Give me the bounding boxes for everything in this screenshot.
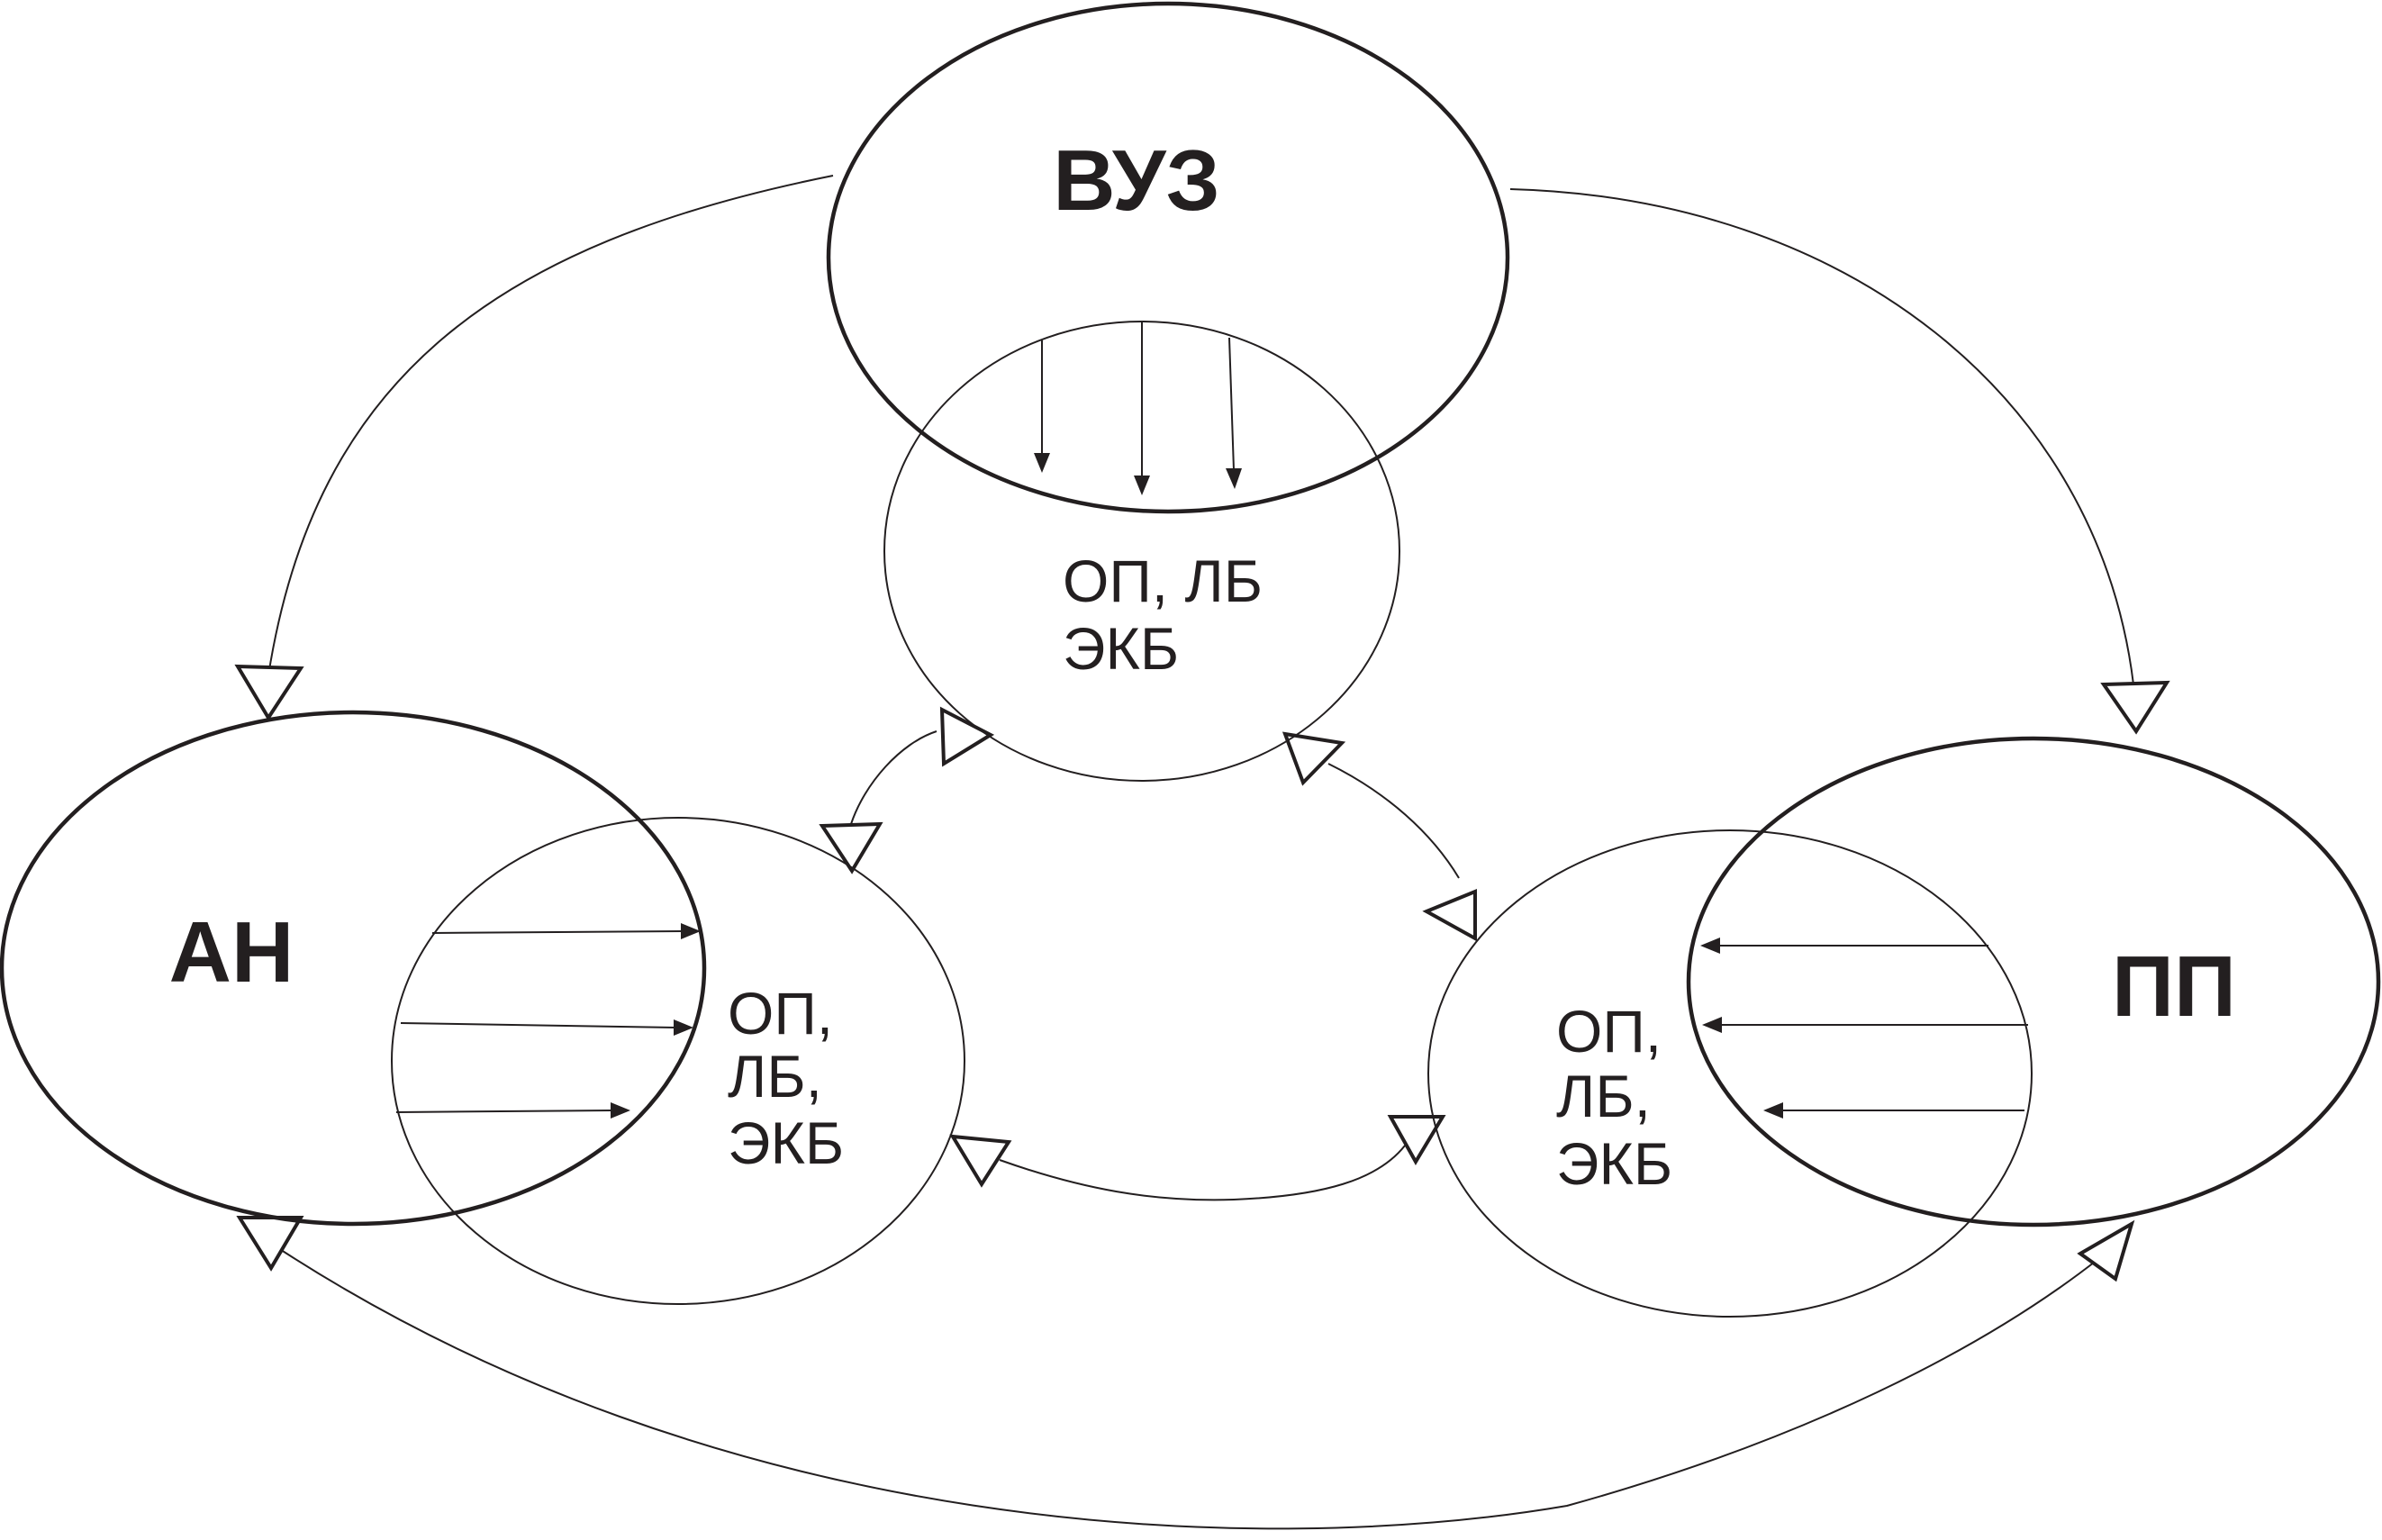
arrow-top-right-link [1327, 763, 1460, 879]
svg-text:ЛБ,: ЛБ, [1556, 1063, 1651, 1129]
svg-text:ЛБ,: ЛБ, [728, 1043, 822, 1110]
svg-text:ЭКБ: ЭКБ [728, 1110, 844, 1176]
svg-text:ЭКБ: ЭКБ [1063, 615, 1179, 682]
overlap-left-text: ОП, ЛБ, ЭКБ [728, 980, 844, 1176]
overlap-ellipse-left [391, 817, 965, 1305]
arrow-head-bottom-right [2077, 1219, 2135, 1282]
arrow-head-left-right-b [1387, 1115, 1446, 1165]
arrow-pp-an-bottom [269, 1242, 2099, 1530]
an-inner-arrows [395, 923, 701, 1119]
arrow-vuz-to-an [267, 175, 834, 676]
overlap-ellipse-right [1427, 829, 2033, 1318]
arrow-vuz-to-pp [1509, 188, 2134, 685]
vuz-label: ВУЗ [1053, 132, 1220, 229]
arrow-head-top-left-a [939, 706, 995, 767]
svg-text:ОП, ЛБ: ОП, ЛБ [1063, 548, 1263, 614]
pp-ellipse [1686, 736, 2381, 1227]
vuz-inner-arrows [1034, 321, 1242, 495]
arrow-head-vuz-to-an [234, 664, 304, 721]
arrow-head-vuz-to-pp [2100, 680, 2170, 735]
svg-text:ОП,: ОП, [728, 980, 833, 1046]
an-ellipse [0, 710, 707, 1227]
arrow-head-left-right-a [949, 1134, 1012, 1188]
an-label: АН [169, 904, 294, 1001]
arrow-left-right-link [999, 1145, 1406, 1201]
arrow-head-bottom-left [236, 1216, 304, 1272]
overlap-right-text: ОП, ЛБ, ЭКБ [1556, 998, 1672, 1197]
svg-text:ОП,: ОП, [1556, 998, 1662, 1064]
svg-text:ЭКБ: ЭКБ [1556, 1130, 1672, 1197]
arrow-top-left-link [850, 730, 937, 825]
arrow-head-top-right-a [1282, 731, 1346, 786]
overlap-top-text: ОП, ЛБ ЭКБ [1063, 548, 1263, 682]
pp-label: ПП [2112, 938, 2236, 1035]
arrow-head-top-right-b [1422, 889, 1477, 942]
arrow-head-top-left-b [819, 821, 883, 874]
vuz-ellipse [826, 1, 1510, 514]
pp-inner-arrows [1700, 938, 2028, 1119]
